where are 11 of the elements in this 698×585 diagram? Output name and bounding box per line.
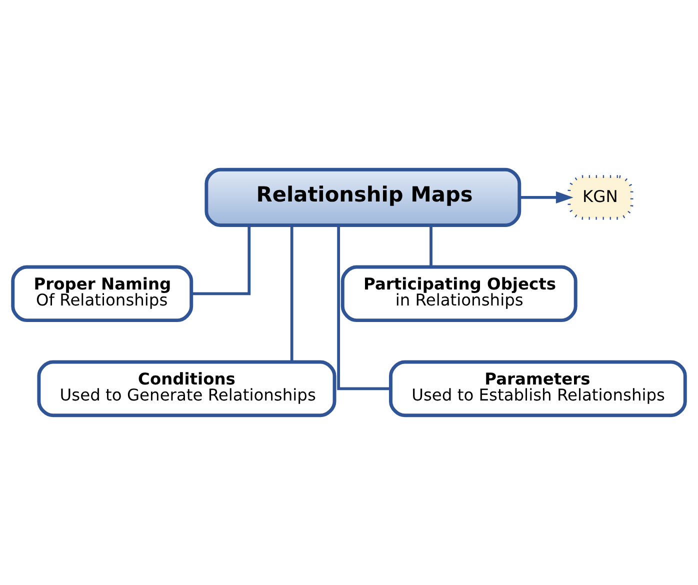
node-box: Proper Naming Of Relationships: [11, 265, 194, 322]
node-box: Parameters Used to Establish Relationships: [388, 360, 687, 418]
connector: [191, 225, 251, 296]
connector: [430, 225, 432, 267]
connector: [337, 226, 390, 390]
node-box: Relationship Maps: [204, 168, 522, 228]
node-box: KGN: [568, 175, 634, 220]
connector: [290, 226, 294, 362]
node-box: Conditions Used to Generate Relationships: [37, 360, 336, 418]
arrow: [519, 191, 574, 204]
node-box: Participating Objects in Relationships: [340, 265, 578, 322]
